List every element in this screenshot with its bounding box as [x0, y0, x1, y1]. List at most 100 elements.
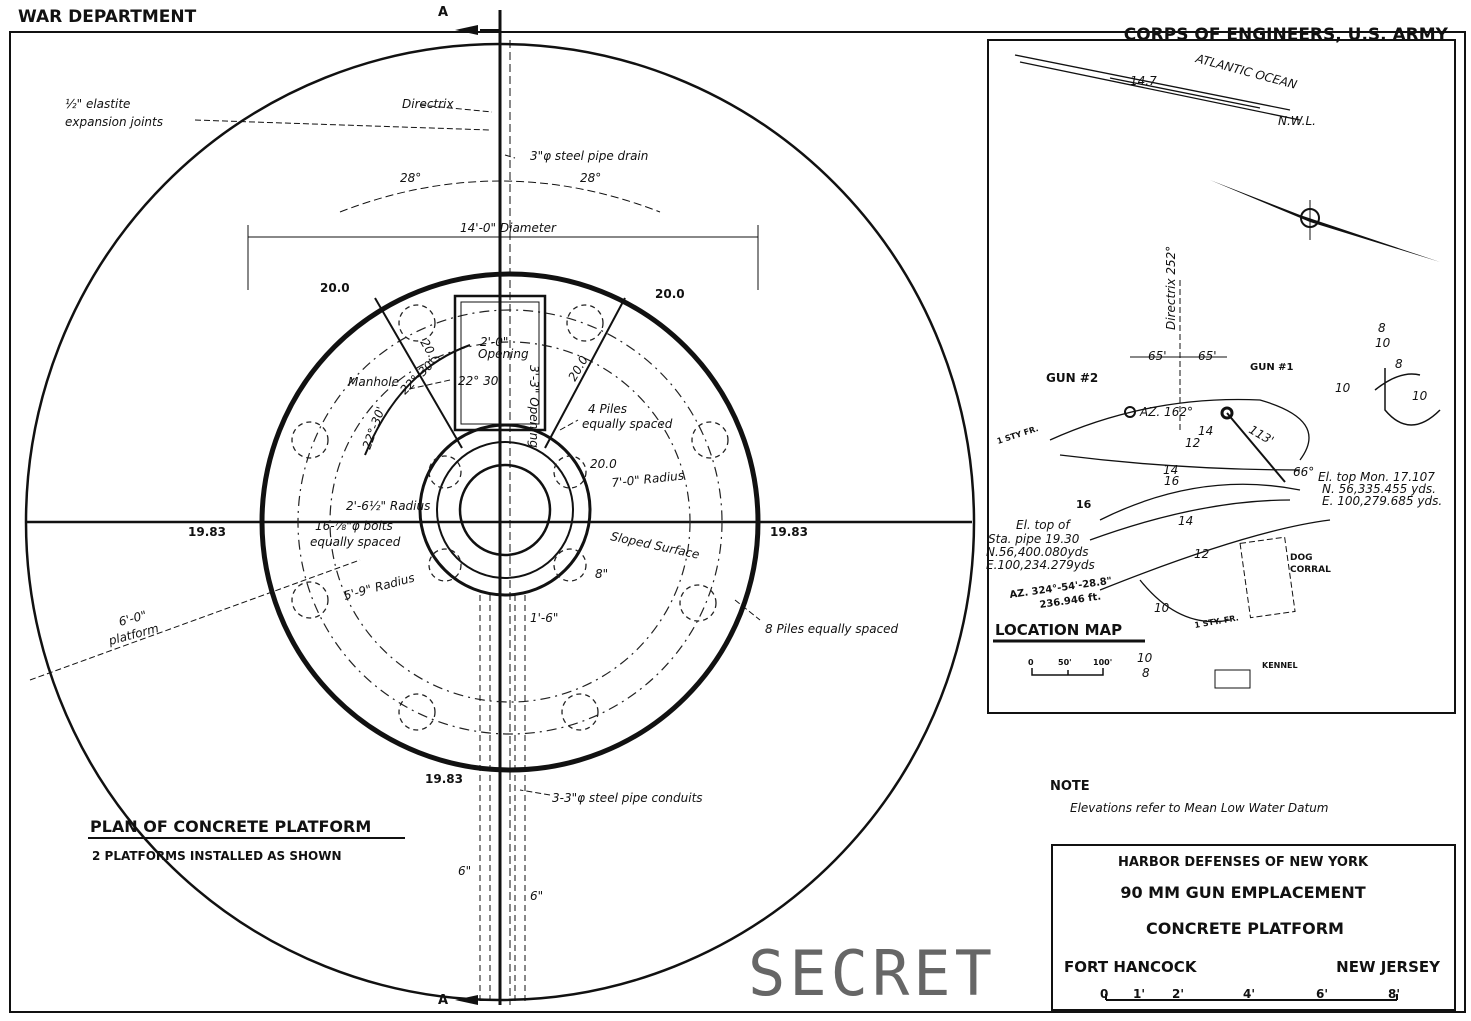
- conduits: [479, 595, 526, 1005]
- svg-text:1': 1': [1133, 987, 1145, 1001]
- label: Opening: [478, 347, 529, 361]
- svg-text:10: 10: [1335, 381, 1351, 395]
- inner-thick-ring: [259, 271, 761, 773]
- svg-text:0: 0: [1100, 987, 1108, 1001]
- section-mark-bottom: A: [438, 993, 448, 1008]
- ocean-label: ATLANTIC OCEAN: [1193, 51, 1298, 92]
- label: 14'-0" Diameter: [460, 221, 557, 235]
- label: 22°-30': [360, 405, 388, 451]
- svg-text:8: 8: [1378, 321, 1386, 335]
- plan-of-concrete-platform: [24, 10, 976, 1005]
- svg-text:14: 14: [1178, 514, 1193, 528]
- svg-text:10: 10: [1375, 336, 1391, 350]
- label: DOG: [1290, 553, 1313, 563]
- svg-text:10: 10: [1137, 651, 1153, 665]
- title-line-3: CONCRETE PLATFORM: [1146, 919, 1344, 938]
- gun-1-label: GUN #1: [1250, 362, 1294, 373]
- label: Sta. pipe 19.30: [988, 532, 1080, 546]
- label: 65': [1148, 349, 1167, 363]
- label: AZ. 162°: [1139, 405, 1193, 419]
- label: 4 Piles: [588, 402, 627, 416]
- north-arrow-icon: [1210, 180, 1440, 262]
- elevation: 20.0: [320, 281, 350, 295]
- label: CORRAL: [1290, 565, 1331, 575]
- svg-text:6': 6': [1316, 987, 1328, 1001]
- title-line-2: 90 MM GUN EMPLACEMENT: [1120, 883, 1365, 902]
- label: 1'-6": [530, 611, 558, 625]
- label: E.100,234.279yds: [986, 558, 1095, 572]
- title-block: HARBOR DEFENSES OF NEW YORK 90 MM GUN EM…: [1051, 844, 1456, 1011]
- svg-text:16: 16: [1076, 498, 1092, 511]
- elevation: 19.83: [770, 525, 808, 539]
- header-right: CORPS OF ENGINEERS, U.S. ARMY: [1124, 25, 1449, 45]
- contour-labels: 8 10 8 10 10 14 12 14 16 16 14 12 10 10 …: [1076, 321, 1428, 680]
- svg-text:10: 10: [1412, 389, 1428, 403]
- label: N.56,400.080yds: [986, 545, 1088, 559]
- plan-subtitle: 2 PLATFORMS INSTALLED AS SHOWN: [92, 849, 342, 863]
- label: 3"φ steel pipe drain: [530, 149, 648, 163]
- svg-text:2': 2': [1172, 987, 1184, 1001]
- title-line-1: HARBOR DEFENSES OF NEW YORK: [1118, 855, 1369, 870]
- label: ½" elastite: [65, 97, 130, 111]
- label: 6": [458, 864, 471, 878]
- label: 16-⅞"φ bolts: [315, 519, 393, 533]
- location-map-title: LOCATION MAP: [995, 621, 1122, 639]
- label: Directrix: [402, 97, 454, 111]
- manhole-opening: [453, 294, 547, 432]
- secret-stamp: SECRET: [748, 937, 996, 1010]
- svg-text:14: 14: [1163, 463, 1178, 477]
- location-map: ATLANTIC OCEAN 14.7 N.W.L. Directrix 252…: [986, 39, 1456, 714]
- header-left: WAR DEPARTMENT: [18, 7, 197, 27]
- label: Directrix 252°: [1164, 246, 1178, 330]
- title-block-scale: 0 1' 2' 4' 6' 8': [1100, 987, 1400, 1001]
- label: equally spaced: [310, 535, 401, 549]
- svg-text:12: 12: [1194, 547, 1209, 561]
- label: E. 100,279.685 yds.: [1322, 494, 1442, 508]
- gun-2-label: GUN #2: [1046, 371, 1098, 385]
- label: Sloped Surface: [609, 529, 700, 562]
- bolt-ring: [418, 423, 592, 597]
- note-text: Elevations refer to Mean Low Water Datum: [1070, 801, 1329, 815]
- plan-labels: ½" elastite expansion joints Directrix 3…: [65, 97, 899, 903]
- label: 65': [1198, 349, 1217, 363]
- svg-text:14: 14: [1198, 424, 1213, 438]
- label: 8 Piles equally spaced: [765, 622, 899, 636]
- svg-text:0: 0: [1028, 658, 1034, 667]
- svg-text:8': 8': [1388, 987, 1400, 1001]
- label: 8": [595, 567, 608, 581]
- label: 66°: [1293, 465, 1314, 479]
- label: 6": [530, 889, 543, 903]
- title-location-left: FORT HANCOCK: [1064, 958, 1198, 976]
- svg-text:4': 4': [1243, 987, 1255, 1001]
- label: KENNEL: [1262, 661, 1298, 670]
- svg-text:12: 12: [1185, 436, 1200, 450]
- label: N. 56,335.455 yds.: [1322, 482, 1436, 496]
- label: expansion joints: [65, 115, 163, 129]
- svg-text:16: 16: [1164, 474, 1180, 488]
- center-pier: [458, 463, 552, 557]
- label: 7'-0" Radius: [611, 468, 685, 490]
- label: equally spaced: [582, 417, 673, 431]
- label: Manhole: [348, 375, 399, 389]
- note-title: NOTE: [1050, 779, 1090, 794]
- svg-text:50': 50': [1058, 658, 1072, 667]
- label: 14.7: [1130, 74, 1157, 88]
- section-mark-top: A: [438, 5, 448, 20]
- label: 113': [1247, 422, 1277, 447]
- svg-text:8: 8: [1142, 666, 1150, 680]
- label: 28°: [580, 171, 601, 185]
- svg-text:100': 100': [1093, 658, 1112, 667]
- label: 1 STY FR.: [996, 424, 1040, 446]
- location-map-scale: 0 50' 100': [1028, 658, 1112, 676]
- label: El. top of: [1016, 518, 1071, 532]
- label: El. top Mon. 17.107: [1318, 470, 1435, 484]
- svg-text:8: 8: [1395, 357, 1403, 371]
- label: 22° 30': [458, 374, 502, 388]
- elevation: 19.83: [188, 525, 226, 539]
- plan-title: PLAN OF CONCRETE PLATFORM: [90, 817, 371, 836]
- elevation: 20.0: [655, 287, 685, 301]
- label: 1 STY. FR.: [1194, 613, 1240, 630]
- label: 20.0: [590, 457, 617, 471]
- sheet-border: [9, 31, 1466, 1013]
